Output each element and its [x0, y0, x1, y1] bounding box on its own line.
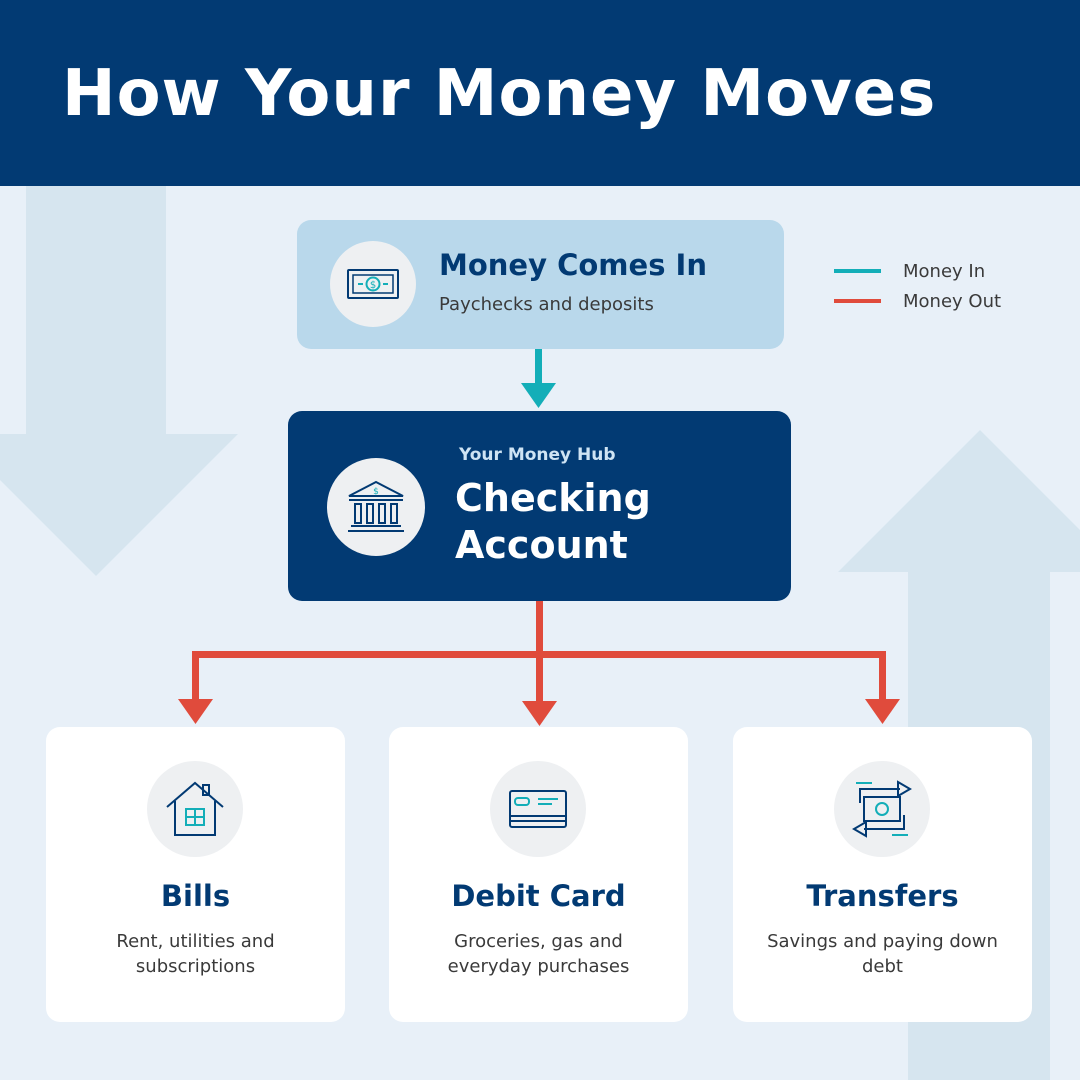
arrow-to-transfers [865, 699, 900, 724]
money-in-box: $ Money Comes In Paychecks and deposits [297, 220, 784, 349]
card-title: Transfers [806, 879, 959, 913]
money-out-arrows [178, 601, 900, 726]
bank-icon: $ [327, 458, 425, 556]
money-in-arrow [521, 349, 556, 408]
legend-label: Money Out [903, 290, 1002, 312]
background-down-arrow [0, 186, 238, 576]
debit-card-card: Debit Card Groceries, gas and everyday p… [389, 727, 688, 1022]
card-title: Debit Card [451, 879, 626, 913]
money-in-title: Money Comes In [439, 248, 707, 282]
legend-item-money-in: Money In [834, 256, 1001, 286]
legend-swatch [834, 269, 881, 273]
card-description: Savings and paying down debt [767, 931, 998, 977]
legend-label: Money In [903, 260, 986, 282]
legend-swatch [834, 299, 881, 303]
transfers-card: Transfers Savings and paying down debt [733, 727, 1032, 1022]
arrow-to-bills [178, 699, 213, 724]
transfer-icon [834, 761, 930, 857]
cash-icon: $ [330, 241, 416, 327]
house-icon [147, 761, 243, 857]
hub-kicker: Your Money Hub [459, 445, 616, 465]
card-title: Bills [160, 879, 231, 913]
card-description: Groceries, gas and everyday purchases [447, 931, 630, 977]
credit-card-icon [490, 761, 586, 857]
hub-title: Checking Account [455, 476, 651, 567]
checking-account-hub: $ Your Money Hub Checking Account [288, 411, 791, 601]
card-description: Rent, utilities and subscriptions [116, 931, 275, 977]
page-title: How Your Money Moves [62, 57, 937, 131]
legend-item-money-out: Money Out [834, 286, 1001, 316]
arrow-to-debit-card [522, 701, 557, 726]
money-in-subtitle: Paychecks and deposits [439, 294, 654, 315]
legend: Money In Money Out [834, 256, 1001, 316]
svg-text:$: $ [373, 487, 379, 497]
bills-card: Bills Rent, utilities and subscriptions [46, 727, 345, 1022]
header-banner: How Your Money Moves [0, 0, 1080, 186]
svg-text:$: $ [370, 280, 376, 291]
